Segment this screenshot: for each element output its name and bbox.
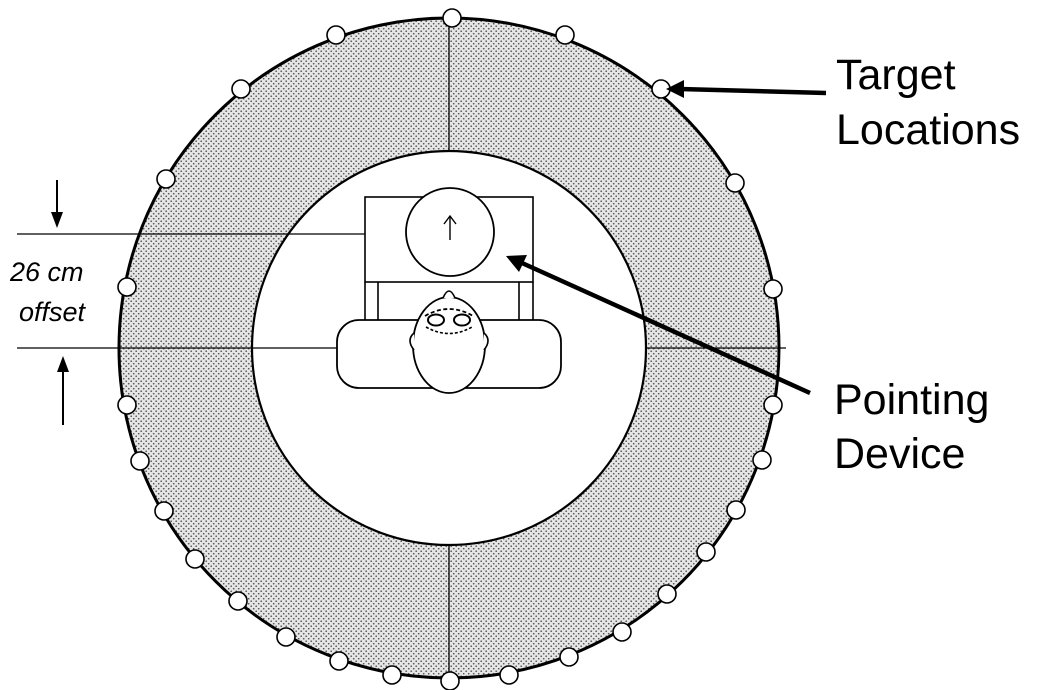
target-location-dot [231, 79, 251, 99]
target-location-dot [725, 173, 745, 193]
target-location-dot [326, 25, 346, 45]
target-location-dot [154, 501, 174, 521]
target-location-dot [499, 665, 519, 685]
target-location-dot [185, 549, 205, 569]
target-location-dot [117, 395, 137, 415]
pointing-device-label-line1: Pointing [834, 376, 989, 424]
target-locations-label-line1: Target [836, 51, 956, 99]
pointing-device-label-line2: Device [834, 430, 965, 478]
target-location-dot [696, 542, 716, 562]
target-locations [117, 8, 783, 690]
target-location-dot [763, 395, 783, 415]
offset-label-line1: 26 cm [9, 257, 84, 287]
subject-head [409, 290, 489, 394]
target-location-dot [559, 647, 579, 667]
target-locations-label-line2: Locations [836, 106, 1020, 154]
target-location-dot [440, 671, 460, 690]
offset-arrow-up [57, 356, 69, 425]
target-location-dot [130, 451, 150, 471]
target-location-dot [329, 651, 349, 671]
target-location-dot [382, 665, 402, 685]
target-location-dot [442, 8, 462, 28]
target-location-dot [117, 277, 137, 297]
target-location-dot [612, 622, 632, 642]
target-location-dot [555, 25, 575, 45]
target-location-dot [657, 584, 677, 604]
pointing-device-arrow [506, 255, 811, 396]
inner-circle [250, 149, 648, 547]
target-location-dot [276, 627, 296, 647]
target-location-dot [763, 279, 783, 299]
offset-label-line2: offset [19, 297, 87, 327]
target-location-dot [726, 500, 746, 520]
target-locations-arrow [666, 80, 827, 98]
outer-ring-area [118, 17, 780, 679]
target-location-dot [156, 169, 176, 189]
pointing-device-dial [405, 187, 495, 277]
target-location-dot [228, 591, 248, 611]
offset-arrow-down [51, 180, 63, 228]
target-location-dot [752, 450, 772, 470]
